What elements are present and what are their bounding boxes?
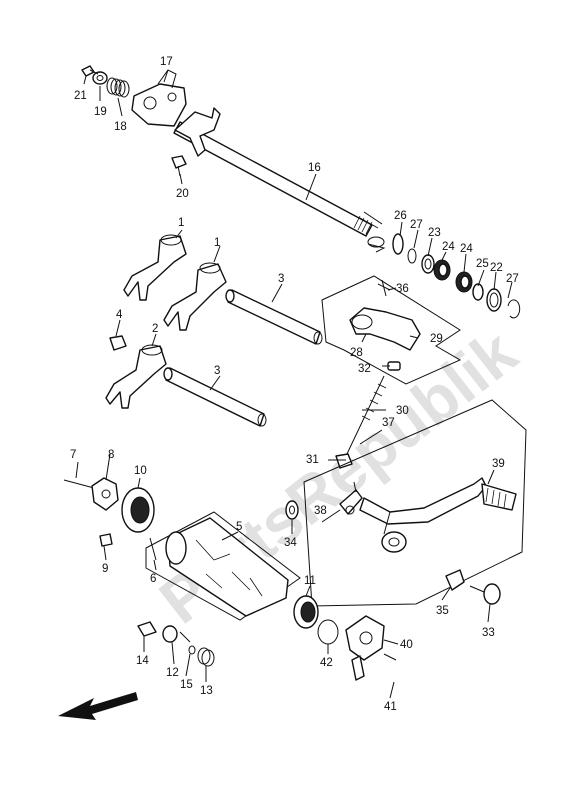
direction-arrow-icon — [58, 692, 138, 720]
label-8: 8 — [108, 449, 114, 461]
label-35: 35 — [436, 605, 449, 617]
label-10: 10 — [134, 465, 147, 477]
label-21: 21 — [74, 90, 87, 102]
label-40: 40 — [400, 639, 413, 651]
label-42: 42 — [320, 657, 333, 669]
label-7: 7 — [70, 449, 76, 461]
label-22: 22 — [490, 262, 503, 274]
label-1b: 1 — [214, 237, 220, 249]
label-27: 27 — [410, 219, 423, 231]
label-17: 17 — [160, 56, 173, 68]
label-38: 38 — [314, 505, 327, 517]
callout-labels: 21 19 18 17 20 16 26 27 23 24 24 25 22 2… — [70, 56, 519, 713]
shift-arm-assembly — [321, 275, 462, 469]
label-6: 6 — [150, 573, 156, 585]
label-16: 16 — [308, 162, 321, 174]
label-41: 41 — [384, 701, 397, 713]
label-20: 20 — [176, 188, 189, 200]
label-24: 24 — [442, 241, 455, 253]
label-3: 3 — [278, 273, 284, 285]
gearshift-shaft-assembly — [81, 65, 521, 319]
label-18: 18 — [114, 121, 127, 133]
gearshift-cam-assembly — [145, 511, 301, 621]
label-27b: 27 — [506, 273, 519, 285]
label-12: 12 — [166, 667, 179, 679]
label-3b: 3 — [214, 365, 220, 377]
label-9: 9 — [102, 563, 108, 575]
label-26: 26 — [394, 210, 407, 222]
leader-lines — [75, 69, 513, 699]
label-32: 32 — [358, 363, 371, 375]
label-4: 4 — [116, 309, 123, 321]
label-2: 2 — [152, 323, 158, 335]
label-25: 25 — [476, 258, 489, 270]
label-5: 5 — [236, 521, 242, 533]
label-15: 15 — [180, 679, 193, 691]
label-36: 36 — [396, 283, 409, 295]
cam-stopper-assembly — [63, 477, 155, 547]
label-11: 11 — [304, 575, 316, 587]
label-34: 34 — [284, 537, 297, 549]
label-23: 23 — [428, 227, 441, 239]
label-14: 14 — [136, 655, 149, 667]
label-33: 33 — [482, 627, 495, 639]
label-1: 1 — [178, 217, 184, 229]
label-24b: 24 — [460, 243, 473, 255]
label-39: 39 — [492, 458, 505, 470]
label-30: 30 — [396, 405, 409, 417]
label-29: 29 — [430, 333, 443, 345]
shift-forks-and-rods — [105, 234, 323, 427]
label-37: 37 — [382, 417, 395, 429]
label-31: 31 — [306, 454, 319, 466]
label-13: 13 — [200, 685, 213, 697]
bearing-and-cover-parts — [137, 595, 397, 681]
label-19: 19 — [94, 106, 107, 118]
label-28: 28 — [350, 347, 363, 359]
